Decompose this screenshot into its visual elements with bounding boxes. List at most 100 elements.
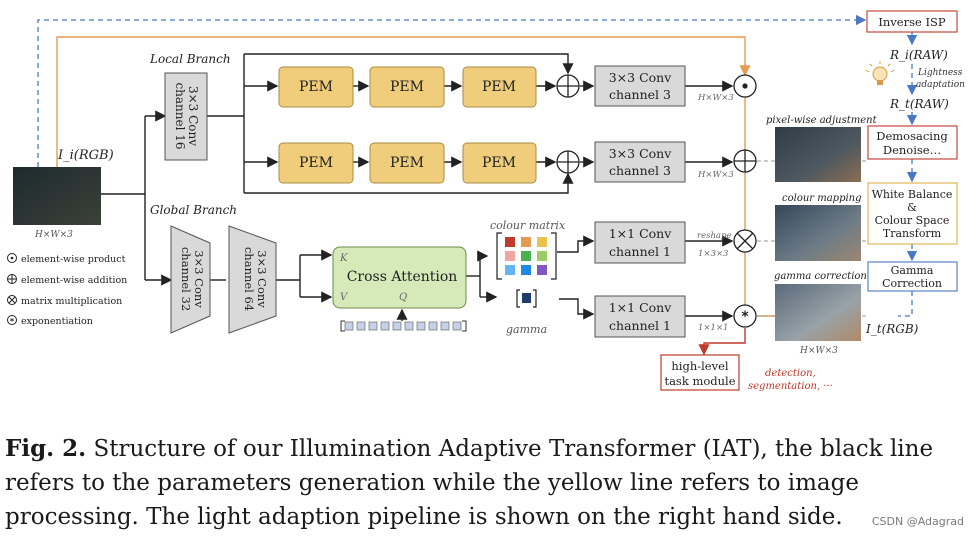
reshape-label: reshape	[697, 231, 731, 241]
pem-block	[278, 66, 354, 108]
pem-block	[278, 142, 354, 184]
raw-t-label: R_t(RAW)	[889, 97, 949, 111]
conv1x1-label-2: channel 1	[609, 244, 671, 259]
local-dims: H×W×3	[697, 170, 734, 180]
figure-caption: Fig. 2. Structure of our Illumination Ad…	[5, 432, 970, 534]
local-branch-title: Local Branch	[149, 52, 231, 66]
demosaic-label-2: Denoise…	[883, 143, 941, 157]
pem-label: PEM	[299, 79, 333, 95]
inverse-isp-label: Inverse ISP	[878, 15, 946, 29]
output-dims: H×W×3	[799, 346, 838, 356]
cross-attention-block	[332, 246, 467, 309]
local-conv16-block	[164, 72, 208, 161]
matrix-cell	[521, 265, 531, 275]
pem-block	[369, 66, 445, 108]
wb-label-1: White Balance	[872, 188, 953, 201]
exponent-op	[733, 304, 757, 328]
matrix-cell	[505, 237, 515, 247]
query-token	[392, 321, 402, 331]
pem-label: PEM	[482, 155, 516, 171]
local-conv3-label-1: 3×3 Conv	[609, 70, 672, 85]
pipeline-dashed-lines	[37, 14, 918, 317]
query-token	[356, 321, 366, 331]
gamma-dims: 1×1×1	[698, 323, 728, 333]
global-conv1x1-block	[594, 221, 686, 264]
gamma-correction-image	[775, 284, 861, 341]
addition-op	[556, 74, 580, 98]
global-conv64-label-2: channel 64	[242, 247, 256, 311]
matrix-mult-op	[733, 229, 757, 253]
conv1x1-label-1: 1×1 Conv	[609, 226, 672, 241]
local-conv3-block	[594, 141, 686, 183]
local-conv3-label-1: 3×3 Conv	[609, 146, 672, 161]
legend-item: element-wise product	[21, 254, 126, 265]
wb-label-2: &	[907, 201, 917, 214]
query-token	[380, 321, 390, 331]
global-conv64-block	[228, 225, 277, 334]
highlevel-tasks-2: segmentation, ···	[748, 381, 833, 392]
local-conv3-label-2: channel 3	[609, 87, 671, 102]
raw-i-label: R_i(RAW)	[889, 48, 948, 62]
local-conv16-label-2: channel 16	[173, 82, 187, 149]
local-conv3-block	[594, 65, 686, 107]
demosaic-label-1: Demosacing	[876, 129, 948, 143]
pem-blocks	[278, 66, 537, 184]
watermark: CSDN @Adagrad	[871, 515, 964, 528]
local-conv3-label-2: channel 3	[609, 163, 671, 178]
matrix-cell	[521, 251, 531, 261]
gamma-cell	[522, 293, 531, 303]
global-conv32-label-2: channel 32	[179, 247, 193, 311]
highlevel-tasks-1: detection,	[765, 368, 816, 379]
global-conv64-label-1: 3×3 Conv	[255, 250, 269, 308]
global-conv32-block	[170, 225, 211, 334]
inverse-isp-box	[866, 10, 958, 33]
highlevel-arrow	[698, 328, 746, 356]
exponent-op-star: *	[741, 309, 749, 325]
pem-block	[462, 66, 537, 108]
pem-label: PEM	[482, 79, 516, 95]
gamma-value	[516, 289, 537, 308]
pem-label: PEM	[390, 79, 424, 95]
query-tokens	[340, 320, 467, 332]
global-branch-title: Global Branch	[150, 203, 237, 217]
legend: element-wise product element-wise additi…	[7, 253, 127, 327]
gamma-corr-label-1: Gamma	[891, 264, 934, 277]
caption-text: Structure of our Illumination Adaptive T…	[5, 436, 934, 530]
matrix-cell	[537, 237, 547, 247]
query-token	[368, 321, 378, 331]
product-op-dot	[742, 83, 748, 89]
input-label: I_i(RGB)	[57, 148, 114, 163]
highlevel-task-box	[660, 354, 740, 391]
conv1x1-label-1: 1×1 Conv	[609, 300, 672, 315]
pixel-wise-label: pixel-wise adjustment	[766, 115, 878, 126]
highlevel-label-1: high-level	[671, 359, 729, 373]
gamma-correction-box	[867, 261, 958, 292]
query-token	[428, 321, 438, 331]
local-dims: H×W×3	[697, 93, 734, 103]
query-token	[440, 321, 450, 331]
query-token	[416, 321, 426, 331]
matrix-cell	[537, 251, 547, 261]
legend-item: element-wise addition	[21, 275, 127, 286]
matrix-dims: 1×3×3	[698, 249, 728, 259]
local-conv16-label-1: 3×3 Conv	[186, 86, 200, 146]
k-label: K	[339, 253, 348, 264]
input-dims: H×W×3	[34, 230, 73, 240]
matrix-cell	[521, 237, 531, 247]
matrix-cell	[505, 251, 515, 261]
colour-matrix	[496, 232, 557, 280]
addition-op	[733, 149, 757, 173]
matrix-cell	[505, 265, 515, 275]
parameter-lines	[101, 53, 734, 322]
pixel-wise-image	[775, 127, 861, 182]
gamma-corr-label-2: Correction	[882, 277, 942, 290]
cross-attention-label: Cross Attention	[347, 269, 458, 285]
query-token	[344, 321, 354, 331]
diagram-canvas: I_i(RGB) H×W×3	[7, 10, 965, 392]
global-conv1x1-block	[594, 295, 686, 338]
highlevel-tasks: detection, segmentation, ···	[748, 368, 833, 392]
legend-item: matrix multiplication	[21, 296, 122, 307]
addition-op	[556, 150, 580, 174]
wb-label-4: Transform	[883, 227, 942, 240]
